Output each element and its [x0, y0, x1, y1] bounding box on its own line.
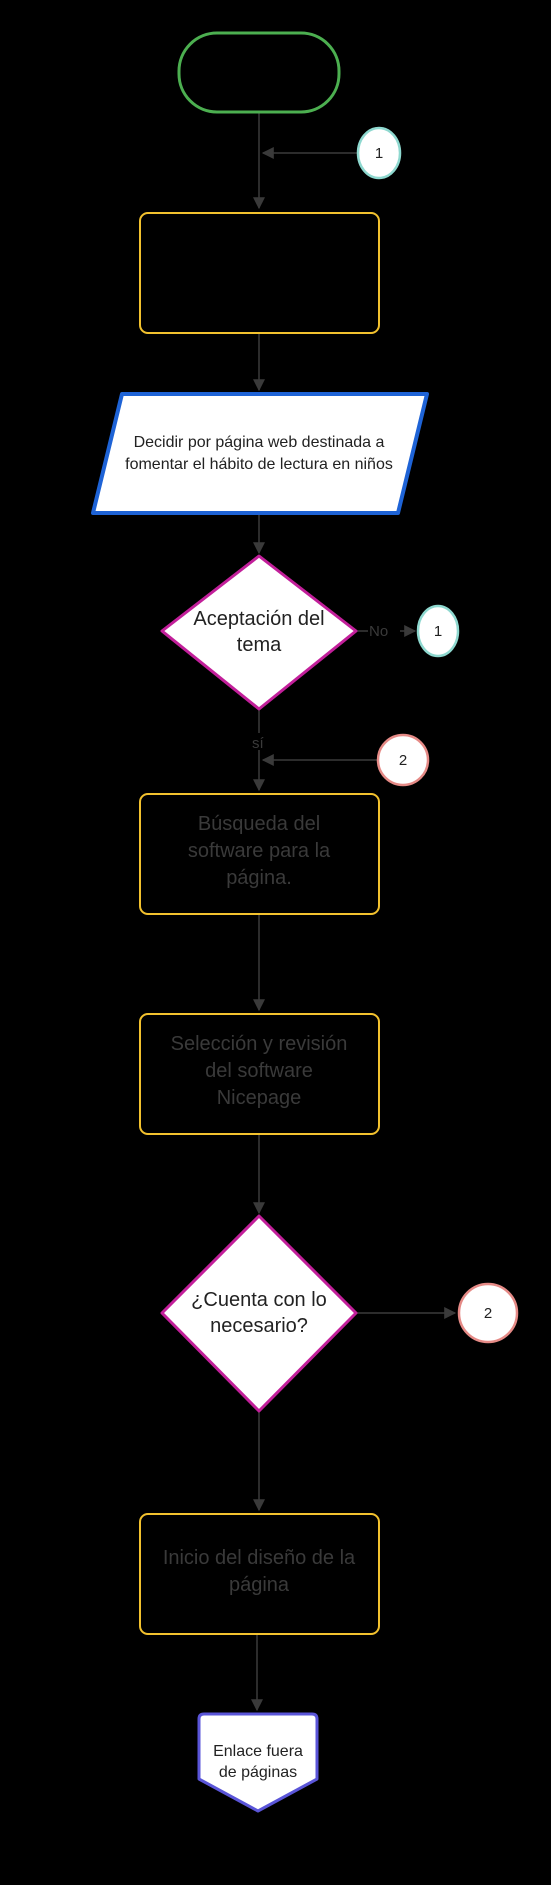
input-text-line1: Decidir por página web destinada a [134, 434, 385, 451]
edge-label-si: sí [252, 735, 265, 752]
design-line2: página [229, 1574, 290, 1596]
connector-2-right: 2 [457, 1282, 519, 1344]
selection-line1: Selección y revisión [171, 1033, 348, 1055]
connector-2-top: 2 [376, 733, 430, 787]
offpage-line1: Enlace fuera [213, 1743, 303, 1760]
decision2-line2: necesario? [210, 1315, 308, 1337]
search-line2: software para la [188, 840, 331, 862]
process-seleccion: Selección y revisión del software Nicepa… [139, 1013, 380, 1135]
selection-line2: del software [205, 1060, 313, 1082]
process-busqueda: Búsqueda del software para la página. [139, 793, 380, 915]
decision-cuenta: ¿Cuenta con lo necesario? [160, 1214, 358, 1413]
connector-1-no: 1 [416, 604, 460, 658]
selection-line3: Nicepage [217, 1087, 302, 1109]
input-text-line2: fomentar el hábito de lectura en niños [125, 456, 393, 473]
flow-lines [251, 112, 457, 1712]
empty-process-box [139, 212, 380, 334]
offpage-connector: Enlace fuera de páginas [197, 1712, 319, 1813]
connector-1-top: 1 [356, 126, 402, 180]
connector-2-right-label: 2 [484, 1305, 492, 1322]
decision2-line1: ¿Cuenta con lo [191, 1289, 327, 1311]
offpage-line2: de páginas [219, 1764, 297, 1781]
decision1-line2: tema [237, 634, 282, 656]
edge-label-no: No [369, 623, 388, 640]
start-terminator [177, 31, 341, 114]
process-inicio-diseno: Inicio del diseño de la página [139, 1513, 380, 1635]
connector-1-top-label: 1 [375, 145, 383, 162]
decision1-line1: Aceptación del [193, 608, 324, 630]
input-parallelogram: Decidir por página web destinada a fomen… [91, 392, 429, 515]
design-line1: Inicio del diseño de la [163, 1547, 356, 1569]
decision-aceptacion: Aceptación del tema [160, 554, 358, 711]
connector-1-no-label: 1 [434, 623, 442, 640]
search-line3: página. [226, 867, 292, 889]
search-line1: Búsqueda del [198, 813, 320, 835]
connector-2-top-label: 2 [399, 752, 407, 769]
